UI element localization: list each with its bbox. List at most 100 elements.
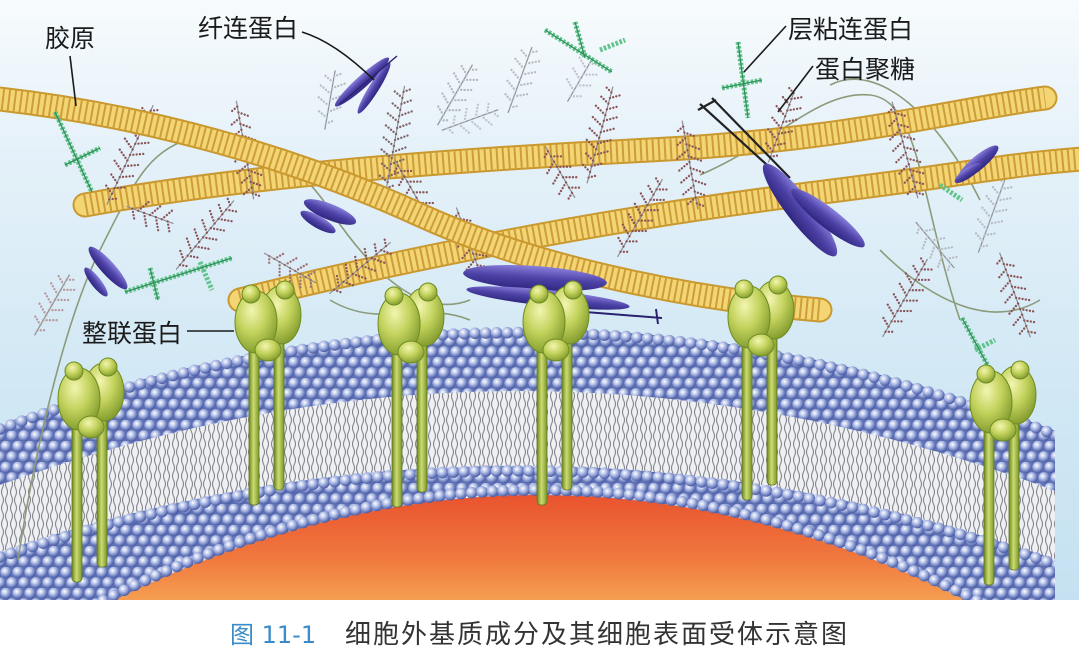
proteoglycan-branch <box>225 208 238 213</box>
laminin <box>721 41 763 119</box>
lipid-head <box>134 510 147 523</box>
lipid-head <box>123 513 136 525</box>
lipid-head <box>834 536 846 548</box>
proteoglycan-branch <box>691 178 708 186</box>
proteoglycan-branch <box>160 209 174 221</box>
proteoglycan-branch <box>786 106 803 112</box>
lipid-head <box>695 476 708 488</box>
proteoglycan-branch <box>605 104 621 111</box>
proteoglycan-branch <box>676 160 691 174</box>
lipid-head <box>634 490 646 502</box>
lipid-head <box>360 501 373 514</box>
proteoglycan-core <box>999 252 1031 338</box>
proteoglycan-branch <box>178 249 185 262</box>
lipid-head <box>402 494 415 506</box>
proteoglycan-branch <box>400 98 414 106</box>
proteoglycan-branch <box>392 164 400 175</box>
lipid-head <box>760 513 773 526</box>
label-fibronectin: 纤连蛋白 <box>198 14 298 43</box>
lipid-head <box>922 386 934 398</box>
lipid-head <box>814 358 826 371</box>
proteoglycan-branch <box>773 141 789 147</box>
proteoglycan-branch <box>459 217 473 223</box>
lipid-head <box>728 343 740 355</box>
proteoglycan-branch <box>128 152 148 157</box>
lipid-head <box>631 469 643 482</box>
lipid-head <box>889 511 902 523</box>
lipid-head <box>803 492 816 505</box>
proteoglycan-branch <box>936 253 944 269</box>
proteoglycans-back <box>33 46 1014 336</box>
proteoglycan <box>436 63 481 126</box>
proteoglycan-branch <box>984 193 997 208</box>
proteoglycan-branch <box>638 191 649 207</box>
lipid-head <box>381 497 394 510</box>
lipid-head <box>188 364 201 377</box>
proteoglycan-branch <box>915 191 926 196</box>
lipid-head <box>244 532 257 545</box>
proteoglycan-branch <box>550 170 562 187</box>
proteoglycan-branch <box>463 105 469 124</box>
lipid-head <box>118 584 130 597</box>
lipid-head <box>156 505 168 518</box>
proteoglycan-branch <box>209 226 228 233</box>
proteoglycan-branch <box>238 174 251 186</box>
lipid-head <box>1051 430 1055 441</box>
lipid-head <box>641 332 654 345</box>
proteoglycan-branch <box>777 129 796 135</box>
lipid-head <box>296 479 309 492</box>
lipid-head <box>950 584 962 597</box>
proteoglycan-branch <box>695 202 707 208</box>
label-laminin: 层粘连蛋白 <box>788 15 913 44</box>
lipid-head <box>202 548 215 560</box>
proteoglycan-branch <box>903 146 921 153</box>
proteoglycan-branch <box>389 158 405 166</box>
proteoglycan-branch <box>192 226 201 244</box>
lipid-head <box>177 500 190 513</box>
proteoglycan-branch <box>142 211 148 230</box>
lipid-head <box>620 468 632 481</box>
lipid-head <box>602 486 615 499</box>
proteoglycan-branch <box>459 246 473 262</box>
proteoglycan-branch <box>378 160 391 172</box>
lipid-head <box>652 471 665 484</box>
proteoglycan-branch <box>380 249 393 256</box>
lipid-head <box>192 552 204 564</box>
lipid-head <box>581 485 594 498</box>
proteoglycan-branch <box>999 279 1012 294</box>
proteoglycan-branch <box>194 245 212 251</box>
proteoglycan-branch <box>519 48 530 60</box>
lipid-head <box>685 337 697 349</box>
lipid-head <box>813 529 825 541</box>
proteoglycan-branch <box>474 101 480 120</box>
lipid-head <box>771 486 783 499</box>
lipid-head <box>134 378 147 390</box>
lipid-head <box>918 569 930 582</box>
lipid-head <box>1013 617 1025 629</box>
lipid-head <box>59 531 71 543</box>
lipid-head <box>933 522 945 535</box>
proteoglycan-branch <box>896 163 910 176</box>
lipid-head <box>150 569 162 582</box>
lipid-head <box>1024 623 1036 635</box>
lipid-head <box>404 468 417 481</box>
proteoglycan-branch <box>148 203 164 217</box>
proteoglycan-branch <box>922 227 937 233</box>
proteoglycan-branch <box>584 137 598 151</box>
plasma-membrane <box>0 326 1055 635</box>
proteoglycan-branch <box>33 314 42 327</box>
lipid-head <box>760 485 773 497</box>
lipid-head <box>954 528 967 541</box>
pointer-proteoglycan <box>777 65 814 113</box>
lipid-head <box>928 574 941 587</box>
lipid-head <box>857 503 870 516</box>
lipid-head <box>156 372 168 385</box>
lipid-head <box>749 483 762 496</box>
lipid-head <box>1030 552 1042 564</box>
lipid-head <box>868 506 880 518</box>
lipid-head <box>598 467 611 480</box>
proteoglycan <box>565 56 601 102</box>
lipid-head <box>113 516 125 528</box>
lipid-head <box>792 490 805 503</box>
lipid-head <box>825 361 837 373</box>
